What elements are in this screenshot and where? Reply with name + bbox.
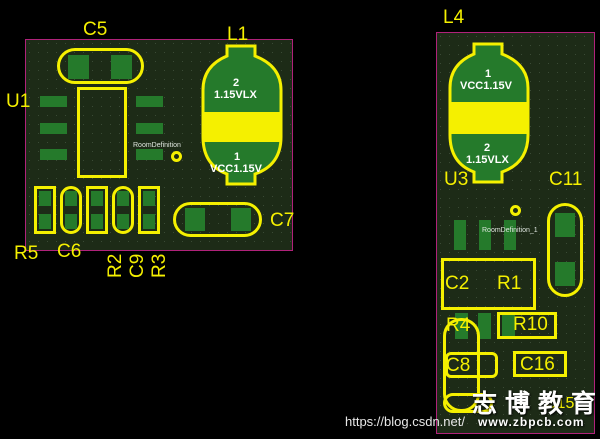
ref-r2: R2: [105, 253, 126, 278]
r5-pad-1[interactable]: [39, 191, 51, 206]
c5-pad-1[interactable]: [68, 55, 89, 79]
u1-pin-5[interactable]: [136, 123, 163, 134]
c11-pad-1[interactable]: [555, 213, 575, 237]
ref-c15: C15: [545, 395, 575, 412]
ref-r1: R1: [497, 273, 522, 294]
u1-pin-3[interactable]: [40, 149, 67, 160]
u1-body-outline[interactable]: [77, 87, 127, 178]
c8-outline[interactable]: [445, 352, 498, 378]
l1-bottom-net: VCC1.15V: [210, 163, 262, 175]
c9-outline[interactable]: [112, 186, 134, 234]
u3-pin1-marker: [510, 205, 521, 216]
l4-bottom-pin-number: 2: [484, 142, 491, 154]
ref-u3: U3: [444, 169, 469, 190]
pad-lower-2[interactable]: [478, 313, 491, 339]
u3-pin-1[interactable]: [454, 220, 466, 250]
l4-bottom-net: 1.15VLX: [466, 154, 509, 166]
r5-pad-2[interactable]: [39, 214, 51, 229]
l4-top-pin-number: 1: [485, 68, 492, 80]
ref-r3: R3: [149, 253, 170, 278]
c6-pad-1[interactable]: [65, 191, 77, 206]
ref-c8: C8: [446, 355, 471, 376]
r3-pad-2[interactable]: [143, 214, 155, 229]
c6-pad-2[interactable]: [65, 214, 77, 229]
c5-pad-2[interactable]: [111, 55, 132, 79]
u1-pin-2[interactable]: [40, 123, 67, 134]
c16-outline[interactable]: [513, 351, 567, 377]
u1-pin-1[interactable]: [40, 96, 67, 107]
ref-r10: R10: [513, 314, 548, 335]
watermark-blog-url: https://blog.csdn.net/: [345, 414, 465, 429]
c2-r1-outline[interactable]: [441, 258, 536, 310]
ref-c11: C11: [549, 169, 583, 190]
l1-top-net: 1.15VLX: [214, 89, 257, 101]
ref-c5: C5: [83, 19, 108, 40]
ref-c7: C7: [270, 210, 295, 231]
bottom-capacitor-outline[interactable]: [443, 393, 493, 413]
u1-pin-6[interactable]: [136, 149, 163, 160]
ref-c9: C9: [127, 253, 148, 278]
ref-r4: R4: [446, 315, 471, 336]
r3-outline[interactable]: [138, 186, 160, 234]
l4-inductor[interactable]: [444, 40, 534, 190]
ref-u1: U1: [6, 91, 31, 112]
u3-pin-3[interactable]: [504, 220, 516, 250]
c9-pad-2[interactable]: [117, 214, 129, 229]
l1-inductor[interactable]: [197, 42, 287, 192]
room-label-left: RoomDefinition: [133, 142, 181, 149]
c7-outline[interactable]: [173, 202, 262, 237]
c9-pad-1[interactable]: [117, 191, 129, 206]
c7-pad-2[interactable]: [231, 208, 251, 231]
c6-outline[interactable]: [60, 186, 82, 234]
l4-top-net: VCC1.15V: [460, 80, 512, 92]
u3-pin-2[interactable]: [479, 220, 491, 250]
c7-pad-1[interactable]: [185, 208, 205, 231]
pad-lower-3[interactable]: [502, 313, 515, 339]
r10-outline[interactable]: [497, 312, 557, 339]
ref-c6: C6: [57, 241, 82, 262]
r5-outline[interactable]: [34, 186, 56, 234]
c11-outline[interactable]: [547, 203, 583, 297]
r3-pad-1[interactable]: [143, 191, 155, 206]
ref-l1: L1: [227, 24, 249, 45]
r2-outline[interactable]: [86, 186, 108, 234]
ref-l4: L4: [443, 7, 465, 28]
watermark-brand: 志博教育: [472, 390, 600, 418]
u1-pin-4[interactable]: [136, 96, 163, 107]
l1-top-pin-number: 2: [233, 77, 240, 89]
c5-outline[interactable]: [57, 48, 144, 84]
watermark-site: www.zbpcb.com: [478, 415, 585, 429]
c11-pad-2[interactable]: [555, 262, 575, 286]
ref-c16: C16: [520, 354, 555, 375]
r2-pad-1[interactable]: [91, 191, 103, 206]
ref-c2: C2: [445, 273, 470, 294]
u1-pin1-marker: [171, 151, 182, 162]
l1-bottom-pin-number: 1: [234, 151, 241, 163]
ref-r5: R5: [14, 243, 39, 264]
room-label-right: RoomDefinition_1: [482, 227, 538, 234]
r2-pad-2[interactable]: [91, 214, 103, 229]
